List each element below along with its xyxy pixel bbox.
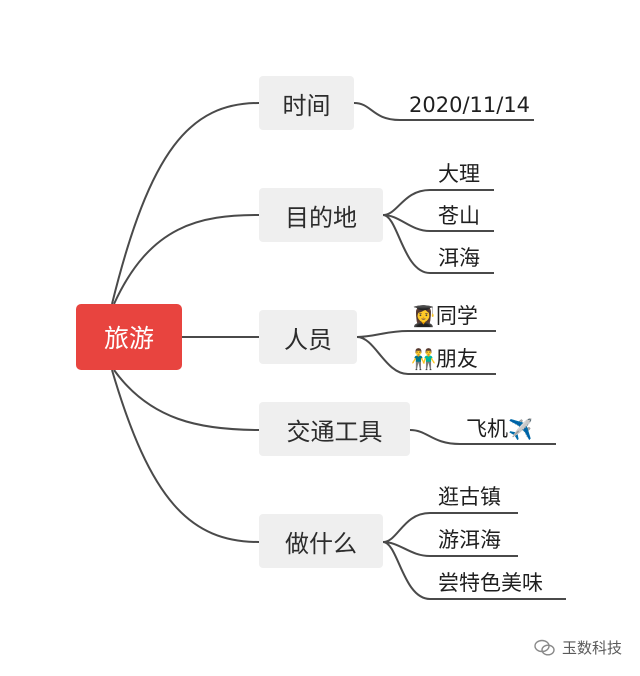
leaf-label: 洱海 xyxy=(438,246,480,270)
link-act-1 xyxy=(382,512,518,543)
link-root-activities xyxy=(111,369,260,543)
leaf-dali[interactable]: 大理 xyxy=(438,161,480,187)
link-transport-plane xyxy=(409,429,556,445)
leaf-classmates[interactable]: 👩‍🎓同学 xyxy=(411,303,478,329)
branch-label: 目的地 xyxy=(285,203,357,232)
leaf-old-town[interactable]: 逛古镇 xyxy=(438,484,501,510)
friends-icon: 👬 xyxy=(411,347,436,371)
leaf-label: 同学 xyxy=(435,304,478,328)
leaf-date[interactable]: 2020/11/14 xyxy=(409,92,530,118)
student-icon: 👩‍🎓 xyxy=(411,304,436,328)
branch-label: 做什么 xyxy=(285,529,357,558)
link-dest-3 xyxy=(382,214,494,274)
branch-destination[interactable]: 目的地 xyxy=(259,188,383,242)
leaf-label: 飞机 xyxy=(466,417,508,441)
link-dest-1 xyxy=(382,189,494,216)
leaf-cangshan[interactable]: 苍山 xyxy=(438,203,480,229)
root-node[interactable]: 旅游 xyxy=(76,304,182,370)
link-root-transport xyxy=(113,369,260,431)
watermark-text: 玉数科技 xyxy=(561,639,622,657)
airplane-icon: ✈️ xyxy=(508,417,533,441)
leaf-label: 游洱海 xyxy=(438,528,501,552)
branch-label: 人员 xyxy=(284,325,332,354)
leaf-label: 朋友 xyxy=(435,347,478,371)
link-root-destination xyxy=(113,214,260,305)
leaf-label: 尝特色美味 xyxy=(438,571,543,595)
branch-activities[interactable]: 做什么 xyxy=(259,514,383,568)
link-root-time xyxy=(111,102,260,305)
leaf-label: 苍山 xyxy=(438,204,480,228)
leaf-erhai-tour[interactable]: 游洱海 xyxy=(438,527,501,553)
branch-transport[interactable]: 交通工具 xyxy=(259,402,410,456)
leaf-label: 逛古镇 xyxy=(438,485,501,509)
watermark: 玉数科技 xyxy=(534,637,622,658)
link-act-2 xyxy=(382,541,518,557)
leaf-friends[interactable]: 👬朋友 xyxy=(411,346,478,372)
link-people-2 xyxy=(356,336,496,375)
link-people-1 xyxy=(356,330,496,338)
leaf-erhai[interactable]: 洱海 xyxy=(438,245,480,271)
leaf-local-food[interactable]: 尝特色美味 xyxy=(438,570,543,596)
leaf-airplane[interactable]: 飞机✈️ xyxy=(466,416,533,442)
link-time-date xyxy=(353,102,534,121)
branch-label: 交通工具 xyxy=(286,417,383,446)
branch-label: 时间 xyxy=(282,91,331,120)
root-label: 旅游 xyxy=(103,324,154,353)
leaf-label: 大理 xyxy=(438,162,480,186)
branch-people[interactable]: 人员 xyxy=(259,310,357,364)
link-dest-2 xyxy=(382,214,494,232)
leaf-label: 2020/11/14 xyxy=(409,93,531,117)
wechat-icon xyxy=(534,639,555,656)
link-act-3 xyxy=(382,541,566,600)
branch-time[interactable]: 时间 xyxy=(259,76,354,130)
